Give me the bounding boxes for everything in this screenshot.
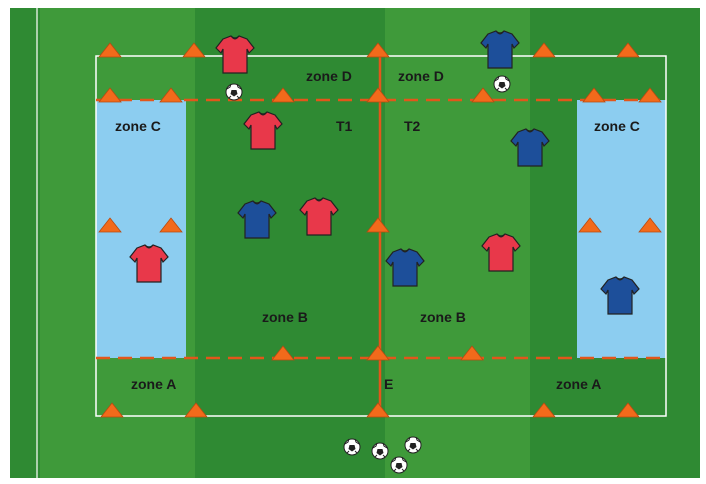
soccer-ball-icon xyxy=(226,84,242,100)
zone-a-left-label: zone A xyxy=(131,376,176,392)
soccer-ball-icon xyxy=(391,457,407,473)
zone-d-left-label: zone D xyxy=(306,68,352,84)
grass-stripe xyxy=(195,8,385,478)
zone-d-right-label: zone D xyxy=(398,68,444,84)
zone-c-left-label: zone C xyxy=(115,118,161,134)
soccer-ball-icon xyxy=(372,443,388,459)
zone-b-right-label: zone B xyxy=(420,309,466,325)
zone-a-right-label: zone A xyxy=(556,376,601,392)
point-e-label: E xyxy=(384,376,393,392)
soccer-ball-icon xyxy=(494,76,510,92)
soccer-ball-icon xyxy=(405,437,421,453)
soccer-ball-icon xyxy=(344,439,360,455)
team-2-label: T2 xyxy=(404,118,421,134)
grass-stripe xyxy=(10,8,40,478)
zone-b-left-label: zone B xyxy=(262,309,308,325)
team-1-label: T1 xyxy=(336,118,353,134)
zone-c-right-label: zone C xyxy=(594,118,640,134)
